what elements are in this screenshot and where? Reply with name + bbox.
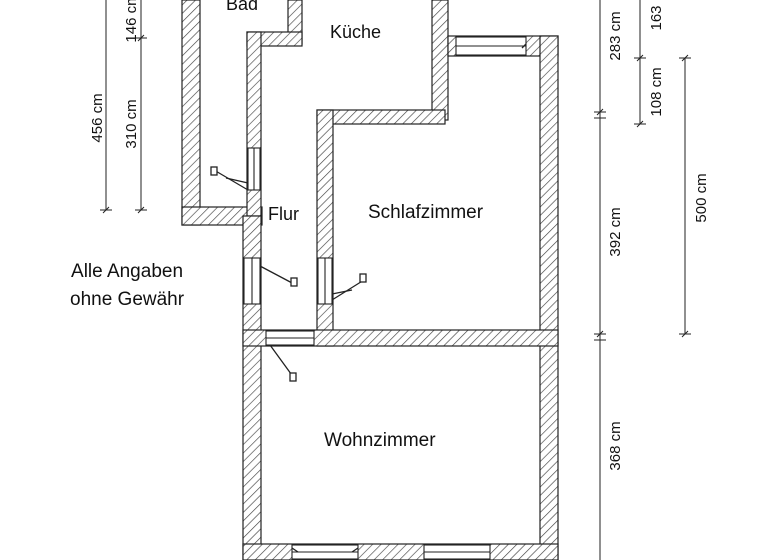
dim-right-top: 163	[648, 5, 665, 30]
disclaimer-note: Alle Angaben ohne Gewähr	[70, 258, 184, 314]
dim-right-middle: 392 cm	[607, 207, 624, 256]
dim-right-b: 108 cm	[648, 67, 665, 116]
dim-right-a: 283 cm	[607, 11, 624, 60]
room-label-kueche: Küche	[330, 22, 381, 42]
dim-right-outer: 500 cm	[693, 173, 710, 222]
dim-left-lower: 310 cm	[123, 99, 140, 148]
walls	[181, 0, 559, 560]
dim-right-lower: 368 cm	[607, 421, 624, 470]
windows	[243, 36, 527, 560]
dim-left-outer: 456 cm	[89, 93, 106, 142]
disclaimer-line-1: Alle Angaben	[71, 261, 184, 282]
room-label-flur: Flur	[268, 204, 299, 224]
door-handles	[210, 43, 527, 553]
room-label-schlafzimmer: Schlafzimmer	[368, 202, 484, 223]
room-label-wohnzimmer: Wohnzimmer	[324, 430, 436, 451]
right-dimension-lines	[594, 0, 691, 560]
room-label-bad: Bad	[226, 0, 258, 14]
disclaimer-line-2: ohne Gewähr	[70, 289, 185, 310]
dim-left-upper: 146 cm	[123, 0, 140, 43]
left-dimension-lines	[100, 0, 147, 214]
